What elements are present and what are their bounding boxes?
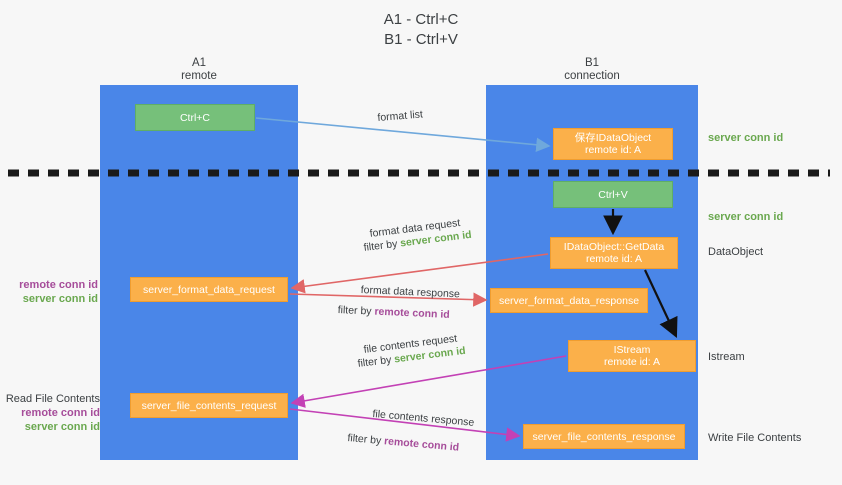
note-write-file-contents: Write File Contents — [708, 431, 801, 445]
label-fdresp-filter-key: remote conn id — [374, 305, 450, 321]
page-title: A1 - Ctrl+C B1 - Ctrl+V — [383, 11, 459, 48]
column-header-b1: B1 connection — [564, 57, 620, 82]
note-istream-text: Istream — [708, 351, 745, 363]
arrow-format-data-response — [289, 292, 488, 307]
note-left-read-file-contents: Read File Contents remote conn id server… — [4, 392, 100, 434]
note-server-conn-id-2: server conn id — [24, 421, 100, 433]
label-fdresp-filter-prefix: filter by — [337, 304, 375, 318]
box-istream[interactable]: IStream remote id: A — [568, 340, 696, 372]
column-header-a1: A1 remote — [181, 57, 217, 82]
note-server-conn-id-top: server conn id — [708, 131, 783, 145]
box-server-file-contents-response[interactable]: server_file_contents_response — [523, 424, 685, 449]
box-server-format-data-response[interactable]: server_format_data_response — [490, 288, 648, 313]
label-format-list-text: format list — [377, 108, 424, 124]
note-dataobject: DataObject — [708, 245, 763, 259]
note-remote-conn-id-1: remote conn id — [19, 279, 98, 291]
box-ctrl-c[interactable]: Ctrl+C — [135, 104, 255, 131]
arrow-format-list — [255, 117, 551, 152]
box-ctrl-v[interactable]: Ctrl+V — [553, 181, 673, 208]
label-fcresp-filter-prefix: filter by — [346, 432, 385, 448]
note-server-conn-id-mid: server conn id — [708, 210, 783, 224]
box-idataobject-getdata[interactable]: IDataObject::GetData remote id: A — [550, 237, 678, 269]
arrow-format-data-request — [290, 253, 549, 294]
box-save-idataobject[interactable]: 保存IDataObject remote id: A — [553, 128, 673, 160]
box-server-file-contents-request[interactable]: server_file_contents_request — [130, 393, 288, 418]
note-server-conn-id-1: server conn id — [22, 293, 98, 305]
note-istream: Istream — [708, 350, 745, 364]
arrow-getdata-to-istream — [644, 269, 678, 338]
note-server-conn-id-top-text: server conn id — [708, 132, 784, 144]
box-server-format-data-request[interactable]: server_format_data_request — [130, 277, 288, 302]
note-write-file-contents-text: Write File Contents — [708, 432, 802, 444]
note-dataobject-text: DataObject — [708, 246, 764, 258]
note-read-file-contents: Read File Contents — [5, 393, 100, 405]
note-server-conn-id-mid-text: server conn id — [708, 211, 784, 223]
arrow-file-contents-request — [290, 355, 567, 408]
note-remote-conn-id-2: remote conn id — [21, 407, 100, 419]
arrow-file-contents-response — [289, 408, 521, 442]
note-left-conn-ids-format: remote conn id server conn id — [8, 278, 98, 306]
